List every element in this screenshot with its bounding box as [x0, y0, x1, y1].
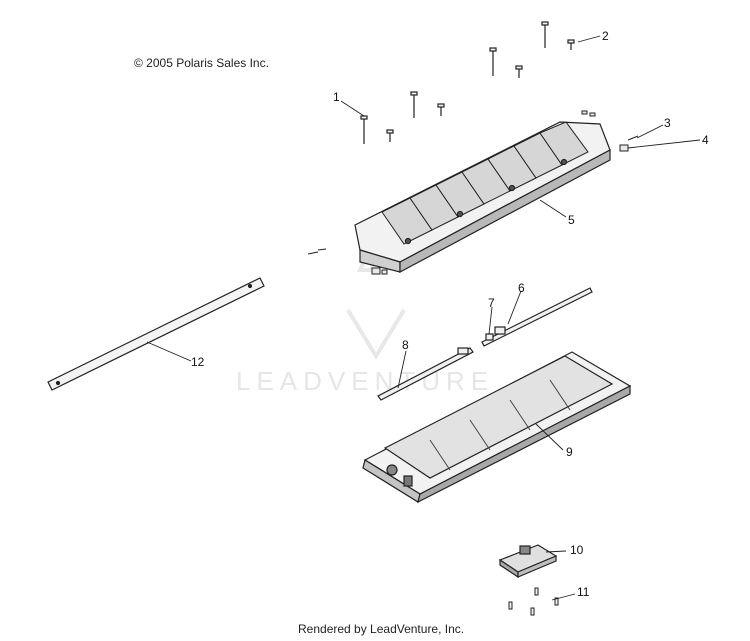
screw: [386, 129, 394, 142]
rod-8: [377, 347, 474, 401]
tube-assembly: [47, 277, 265, 391]
callout-labels: 1 2 3 4 5 6 7 8 9 10 11 12: [191, 29, 709, 599]
screw-group: [360, 21, 575, 144]
callout-1: 1: [333, 90, 340, 104]
callout-7: 7: [488, 296, 495, 310]
callout-11: 11: [577, 585, 590, 599]
callout-6: 6: [518, 281, 525, 295]
screw: [410, 91, 418, 118]
screw: [489, 47, 497, 76]
callout-12: 12: [191, 355, 205, 369]
leader-lines: [146, 35, 701, 601]
callout-8: 8: [402, 338, 409, 352]
callout-9: 9: [566, 445, 573, 459]
screw: [515, 65, 523, 78]
screw: [360, 115, 368, 144]
callout-10: 10: [570, 543, 584, 557]
screw: [541, 21, 549, 48]
callout-4: 4: [702, 133, 709, 147]
callout-3: 3: [664, 116, 671, 130]
rod-bracket: [481, 287, 593, 347]
callout-5: 5: [568, 213, 575, 227]
latch-part: [498, 544, 558, 579]
screw: [567, 39, 575, 50]
screw: [437, 103, 445, 116]
copyright-text: © 2005 Polaris Sales Inc.: [134, 56, 269, 70]
clip-hardware: [307, 110, 639, 275]
callout-2: 2: [602, 29, 609, 43]
footer-text: Rendered by LeadVenture, Inc.: [298, 622, 465, 636]
pin-group: [508, 587, 559, 616]
watermark-text: LEADVENTURE: [236, 366, 495, 396]
console-pads: [381, 121, 589, 245]
lower-tray: [362, 351, 632, 504]
upper-console: [354, 121, 611, 273]
